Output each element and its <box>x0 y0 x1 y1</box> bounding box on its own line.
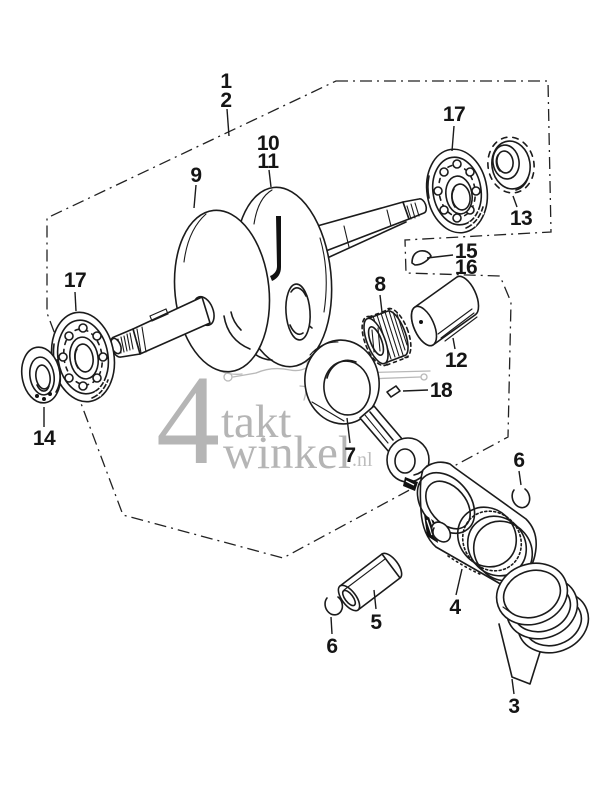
callout-13: 13 <box>510 207 532 230</box>
watermark-takt: takt <box>221 396 291 448</box>
needle-bearing <box>361 307 412 367</box>
ball-bearing-right <box>425 148 489 234</box>
callout-1: 1 <box>220 70 232 93</box>
ring-groove <box>456 506 518 568</box>
leader-lines <box>43 108 522 695</box>
crankshaft-left-shaft <box>109 295 215 358</box>
callout-6-left: 6 <box>326 635 337 658</box>
crank-pin <box>410 275 480 347</box>
callout-6-right: 6 <box>513 449 524 472</box>
callout-10: 10 <box>257 132 279 155</box>
callout-5: 5 <box>370 611 382 634</box>
big-end-shadow <box>326 359 357 379</box>
oil-seal-collar <box>20 346 62 404</box>
callout-11: 11 <box>257 150 279 173</box>
callout-8: 8 <box>374 273 386 296</box>
callout-17-left: 17 <box>64 269 86 292</box>
watermark-winkel: winkel <box>223 427 351 479</box>
assembly-boundary-outline <box>46 80 552 559</box>
callout-18: 18 <box>430 379 453 402</box>
watermark-big-4: 4 <box>156 349 220 491</box>
callout-15: 15 <box>455 240 478 263</box>
callout-3: 3 <box>508 695 519 718</box>
circlip-right <box>511 488 531 509</box>
callout-4: 4 <box>449 596 461 619</box>
ball-bearing-left <box>50 311 116 403</box>
watermark: 4 takt winkel .nl <box>156 349 373 491</box>
watermark-nl: .nl <box>352 449 373 471</box>
bearing-balls-left <box>58 323 108 391</box>
callout-2: 2 <box>220 89 231 112</box>
connecting-rod <box>304 339 430 491</box>
callout-labels: 1 2 9 10 11 17 13 15 16 8 12 18 7 17 14 … <box>33 70 533 718</box>
piston-ring-set <box>495 562 590 685</box>
crankshaft-right-shaft <box>309 198 428 260</box>
crank-pin-boss <box>244 283 311 361</box>
woodruff-key <box>411 250 432 266</box>
callout-12: 12 <box>445 349 467 372</box>
crank-pin-shading <box>437 308 478 342</box>
callout-9: 9 <box>190 164 201 187</box>
callout-16: 16 <box>455 256 477 279</box>
balance-cutout-left <box>223 315 251 350</box>
piston-pin <box>337 552 403 612</box>
crankshaft-assembly <box>109 186 428 373</box>
circlip-left <box>324 596 344 616</box>
callout-17-right: 17 <box>443 103 465 126</box>
piston-ring-1 <box>495 562 569 626</box>
callout-14: 14 <box>33 427 56 450</box>
dowel-pin <box>386 385 401 398</box>
flywheel-web-left <box>173 209 271 373</box>
keyway-mark <box>270 216 281 281</box>
timing-sprocket <box>487 136 535 194</box>
callout-7: 7 <box>344 444 355 467</box>
shaft-keyway-flat <box>149 308 169 322</box>
bearing-balls-right <box>433 159 481 223</box>
